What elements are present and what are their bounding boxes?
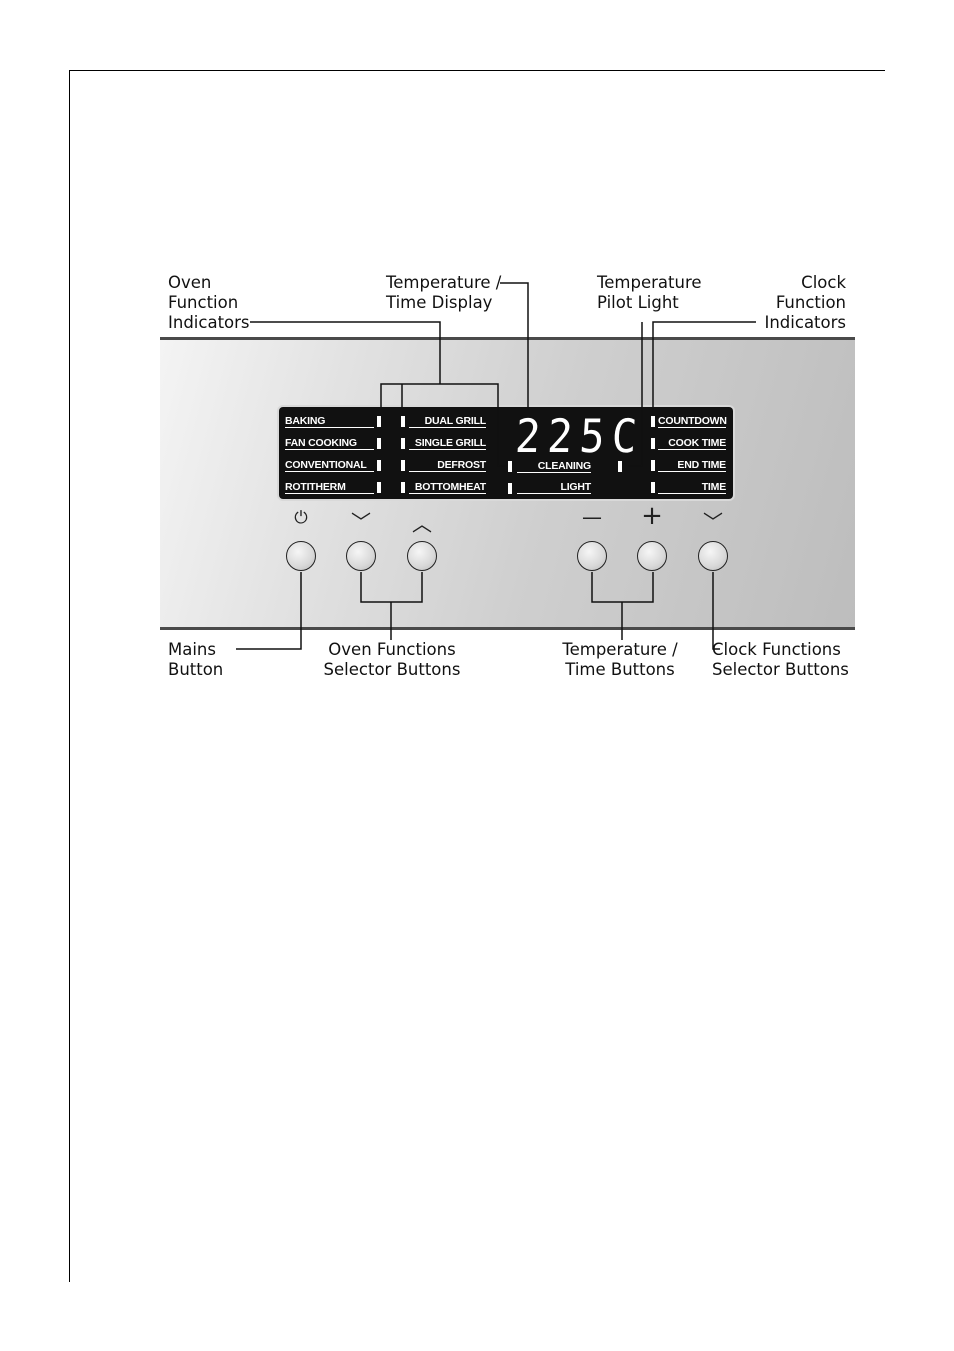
indicator-baking: BAKING [285,415,374,428]
power-icon: ⏻ [294,508,308,528]
chevron-up-icon: ︿ [412,512,432,536]
led-bottomheat [401,482,405,493]
plus-icon: + [641,501,663,531]
chevron-down-icon: ﹀ [351,510,371,534]
indicator-bottomheat: BOTTOMHEAT [409,481,486,494]
page-left-rule [69,70,70,1282]
indicator-cook-time: COOK TIME [658,437,726,450]
temperature-minus-button[interactable] [577,541,607,571]
chevron-down-icon: ﹀ [703,510,723,534]
callout-oven-functions-selector: Oven Functions Selector Buttons [323,640,461,679]
temperature-plus-button[interactable] [637,541,667,571]
indicator-countdown: COUNTDOWN [658,415,727,428]
clock-function-selector-button[interactable] [698,541,728,571]
indicator-rotitherm: ROTITHERM [285,481,374,494]
led-time [651,482,655,493]
callout-clock-functions-selector: Clock Functions Selector Buttons [712,640,849,679]
callout-temp-time-buttons: Temperature / Time Buttons [562,640,678,679]
indicator-conventional: CONVENTIONAL [285,459,374,472]
indicator-dual-grill: DUAL GRILL [409,415,486,428]
led-cook-time [651,438,655,449]
indicator-fan-cooking: FAN COOKING [285,437,374,450]
led-countdown [651,416,655,427]
temperature-pilot-light [618,461,622,472]
led-dual-grill [401,416,405,427]
mains-button[interactable] [286,541,316,571]
led-end-time [651,460,655,471]
oven-function-up-button[interactable] [407,541,437,571]
callout-clock-function-indicators: Clock Function Indicators [764,273,846,332]
led-cleaning [508,461,512,472]
display-panel: BAKING FAN COOKING CONVENTIONAL ROTITHER… [279,407,733,499]
led-light [508,483,512,494]
callout-temp-pilot-light: Temperature Pilot Light [597,273,702,312]
indicator-single-grill: SINGLE GRILL [409,437,486,450]
led-conventional [377,460,381,471]
indicator-light: LIGHT [517,481,591,494]
callout-oven-function-indicators: Oven Function Indicators [168,273,250,332]
led-rotitherm [377,482,381,493]
indicator-defrost: DEFROST [409,459,486,472]
page-top-rule [69,70,885,71]
led-single-grill [401,438,405,449]
led-defrost [401,460,405,471]
minus-icon: — [582,505,602,529]
callout-mains-button: Mains Button [168,640,224,679]
indicator-cleaning: CLEANING [517,460,591,473]
led-fan-cooking [377,438,381,449]
indicator-end-time: END TIME [658,459,726,472]
indicator-time: TIME [658,481,726,494]
led-baking [377,416,381,427]
callout-temp-time-display: Temperature / Time Display [386,273,502,312]
oven-function-down-button[interactable] [346,541,376,571]
